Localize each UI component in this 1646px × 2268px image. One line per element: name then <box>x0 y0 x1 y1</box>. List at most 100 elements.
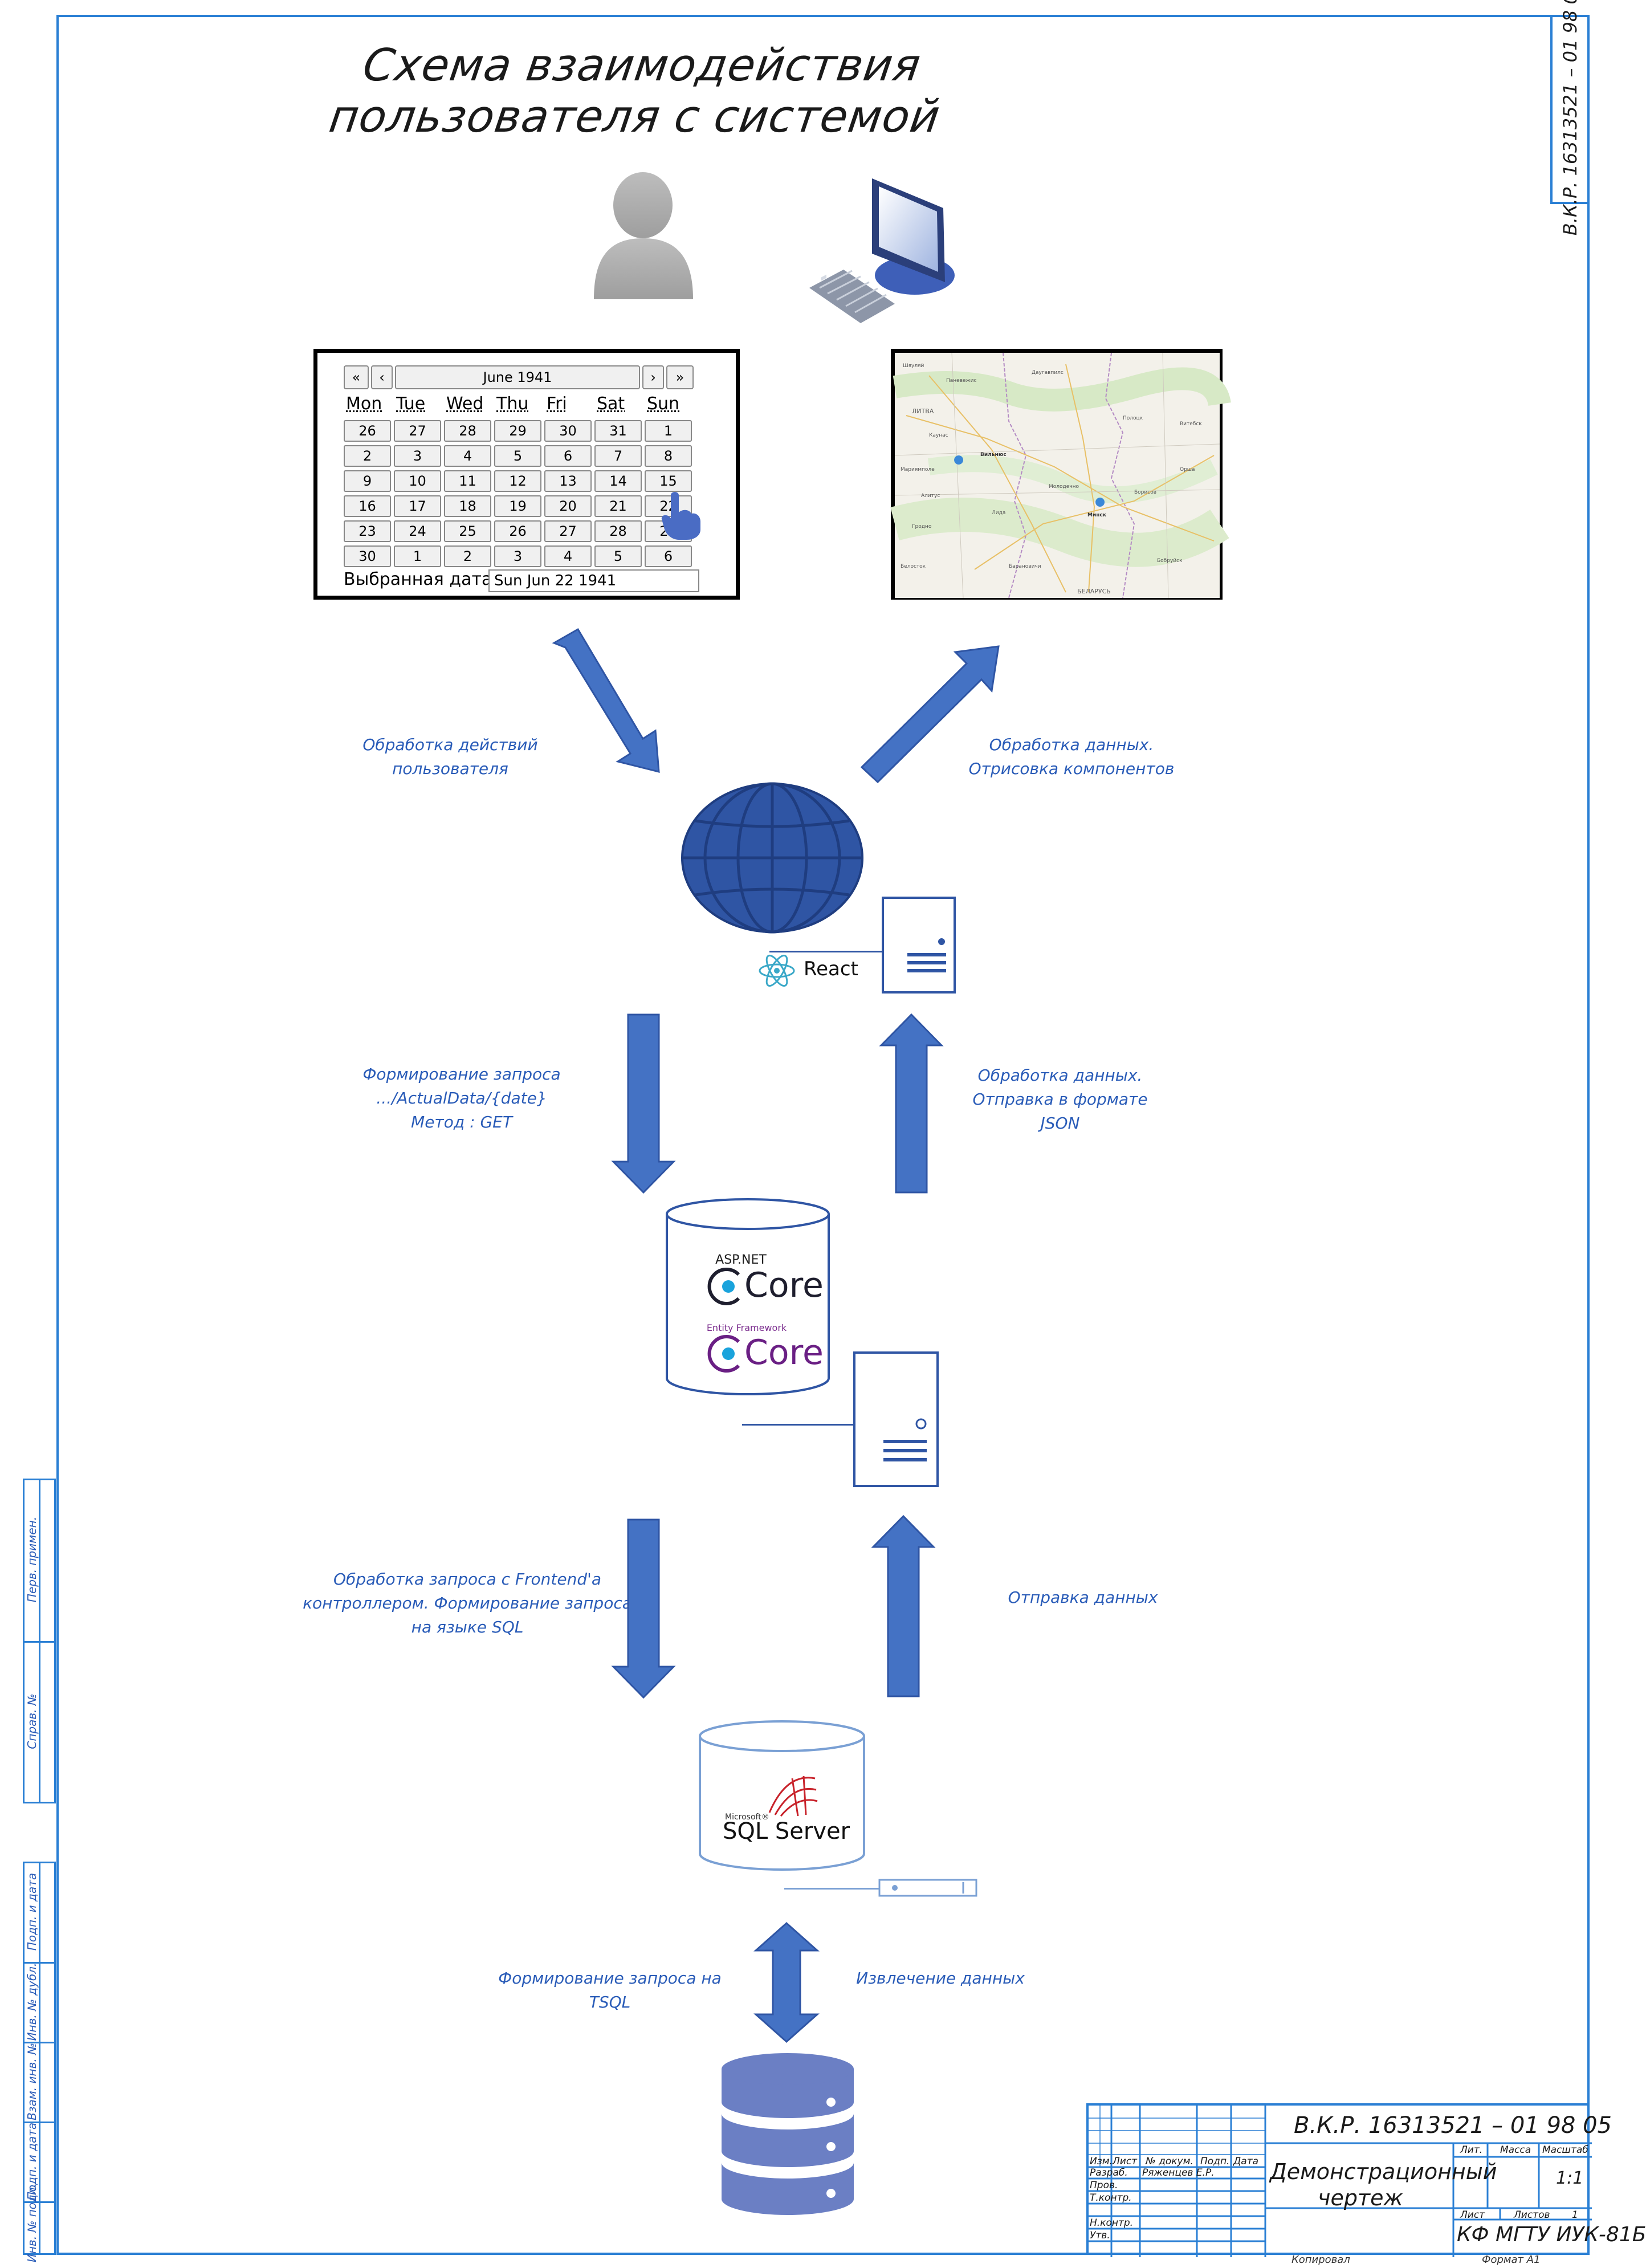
strip-label-inv-podl: Инв. № подл. <box>25 2184 39 2262</box>
sql-server-label: SQL Server <box>723 1818 850 1844</box>
pointer-hand-icon <box>661 492 700 540</box>
calendar-day-cell[interactable]: 9 <box>344 470 391 492</box>
map-place: ЛИТВА <box>912 408 934 415</box>
strip-divider <box>23 1862 40 2255</box>
connector-line <box>769 951 883 952</box>
arrow-down-right-icon <box>552 628 660 773</box>
calendar-day-cell[interactable]: 26 <box>494 520 541 542</box>
calendar-day-cell[interactable]: 18 <box>444 495 491 517</box>
calendar-widget: « ‹ June 1941 › » Mon Tue Wed Thu Fri Sa… <box>313 349 740 600</box>
database-icon <box>722 2053 854 2215</box>
calendar-day-cell[interactable]: 25 <box>444 520 491 542</box>
map-place: Паневежис <box>946 378 977 384</box>
cal-prev-month-button[interactable]: ‹ <box>371 365 393 389</box>
weekday-header: Wed <box>446 394 484 414</box>
globe-icon <box>681 782 863 934</box>
tb-role-nkontr: Н.контр. <box>1090 2217 1134 2229</box>
map-place: Каунас <box>929 433 948 438</box>
calendar-day-cell[interactable]: 17 <box>394 495 441 517</box>
calendar-day-cell[interactable]: 6 <box>645 545 692 567</box>
calendar-day-cell[interactable]: 27 <box>394 420 441 442</box>
calendar-day-cell[interactable]: 6 <box>544 445 592 467</box>
selected-date-field[interactable]: Sun Jun 22 1941 <box>488 569 699 592</box>
diagram-title: Схема взаимодействия пользователя с сист… <box>326 40 944 142</box>
caption-send-data: Отправка данных <box>1008 1588 1158 1607</box>
cal-next-year-button[interactable]: » <box>666 365 694 389</box>
calendar-day-cell[interactable]: 13 <box>544 470 592 492</box>
weekday-header: Fri <box>547 394 567 414</box>
calendar-day-cell[interactable]: 5 <box>494 445 541 467</box>
map-place: Вильнюс <box>980 452 1007 458</box>
calendar-day-cell[interactable]: 7 <box>594 445 642 467</box>
calendar-day-cell[interactable]: 23 <box>344 520 391 542</box>
tb-format: Формат А1 <box>1482 2254 1541 2266</box>
calendar-day-cell[interactable]: 3 <box>494 545 541 567</box>
cal-prev-year-button[interactable]: « <box>344 365 369 389</box>
calendar-day-cell[interactable]: 8 <box>645 445 692 467</box>
calendar-day-cell[interactable]: 4 <box>544 545 592 567</box>
calendar-day-cell[interactable]: 24 <box>394 520 441 542</box>
calendar-day-cell[interactable]: 16 <box>344 495 391 517</box>
tb-sheets-value: 1 <box>1572 2209 1578 2221</box>
weekday-header: Sat <box>597 394 625 414</box>
tb-doc-name-2: чертеж <box>1318 2185 1403 2210</box>
weekday-header: Thu <box>496 394 529 414</box>
calendar-day-cell[interactable]: 12 <box>494 470 541 492</box>
map-place: Бобруйск <box>1157 558 1183 564</box>
calendar-day-cell[interactable]: 28 <box>444 420 491 442</box>
calendar-day-cell[interactable]: 5 <box>594 545 642 567</box>
server-rack-icon <box>878 1879 977 1897</box>
selected-date-label: Выбранная дата <box>344 569 492 589</box>
map-place: Полоцк <box>1123 416 1143 421</box>
calendar-day-cell[interactable]: 29 <box>494 420 541 442</box>
calendar-day-cell[interactable]: 11 <box>444 470 491 492</box>
calendar-day-cell[interactable]: 21 <box>594 495 642 517</box>
map-place: Шяуляй <box>903 363 924 369</box>
cal-next-month-button[interactable]: › <box>642 365 664 389</box>
caption-controller-sql: Обработка запроса с Frontend'а контролле… <box>303 1570 632 1636</box>
calendar-day-cell[interactable]: 1 <box>645 420 692 442</box>
calendar-day-cell[interactable]: 3 <box>394 445 441 467</box>
aspnet-label: ASP.NET <box>715 1253 767 1267</box>
calendar-day-cell[interactable]: 4 <box>444 445 491 467</box>
weekday-header: Tue <box>396 394 426 414</box>
calendar-day-cell[interactable]: 14 <box>594 470 642 492</box>
calendar-day-cell[interactable]: 15 <box>645 470 692 492</box>
ef-core-icon <box>707 1335 740 1373</box>
map-place: БЕЛАРУСЬ <box>1077 588 1111 595</box>
calendar-day-cell[interactable]: 30 <box>344 545 391 567</box>
tb-role-razrab: Разраб. <box>1090 2167 1128 2179</box>
tb-col-date: Дата <box>1233 2156 1259 2167</box>
react-logo-icon <box>759 954 795 987</box>
tb-scale: 1:1 <box>1556 2168 1584 2188</box>
tb-copied: Копировал <box>1291 2254 1350 2266</box>
ef-core-text: Core <box>744 1333 824 1373</box>
backend-cylinder <box>666 1198 830 1395</box>
map-place: Минск <box>1087 512 1106 518</box>
calendar-day-cell[interactable]: 30 <box>544 420 592 442</box>
map-place: Алитус <box>921 493 940 499</box>
calendar-day-cell[interactable]: 10 <box>394 470 441 492</box>
caption-extract: Извлечение данных <box>856 1969 1025 1988</box>
strip-label-inv-dubl: Инв. № дубл. <box>25 1962 39 2041</box>
calendar-day-cell[interactable]: 2 <box>444 545 491 567</box>
map-place: Орша <box>1180 467 1195 473</box>
calendar-day-cell[interactable]: 2 <box>344 445 391 467</box>
tb-sheets-label: Листов <box>1514 2209 1550 2221</box>
arrow-up-icon <box>871 1514 936 1697</box>
tb-code: В.К.Р. 16313521 – 01 98 05 <box>1294 2112 1612 2139</box>
tb-col-list: Лист <box>1113 2156 1138 2167</box>
calendar-day-cell[interactable]: 31 <box>594 420 642 442</box>
calendar-day-cell[interactable]: 19 <box>494 495 541 517</box>
cal-month-label[interactable]: June 1941 <box>395 365 640 389</box>
calendar-day-cell[interactable]: 1 <box>394 545 441 567</box>
calendar-day-cell[interactable]: 20 <box>544 495 592 517</box>
calendar-day-cell[interactable]: 28 <box>594 520 642 542</box>
map-place: Витебск <box>1180 421 1202 427</box>
map-widget[interactable]: Шяуляй Паневежис Даугавпилс ЛИТВА Каунас… <box>890 349 1231 600</box>
calendar-day-cell[interactable]: 27 <box>544 520 592 542</box>
calendar-day-cell[interactable]: 26 <box>344 420 391 442</box>
tb-col-scale: Масштаб <box>1542 2144 1588 2156</box>
caption-json-send: Обработка данных. Отправка в формате JSO… <box>972 1066 1148 1133</box>
map-place: Мариямполе <box>901 467 935 473</box>
